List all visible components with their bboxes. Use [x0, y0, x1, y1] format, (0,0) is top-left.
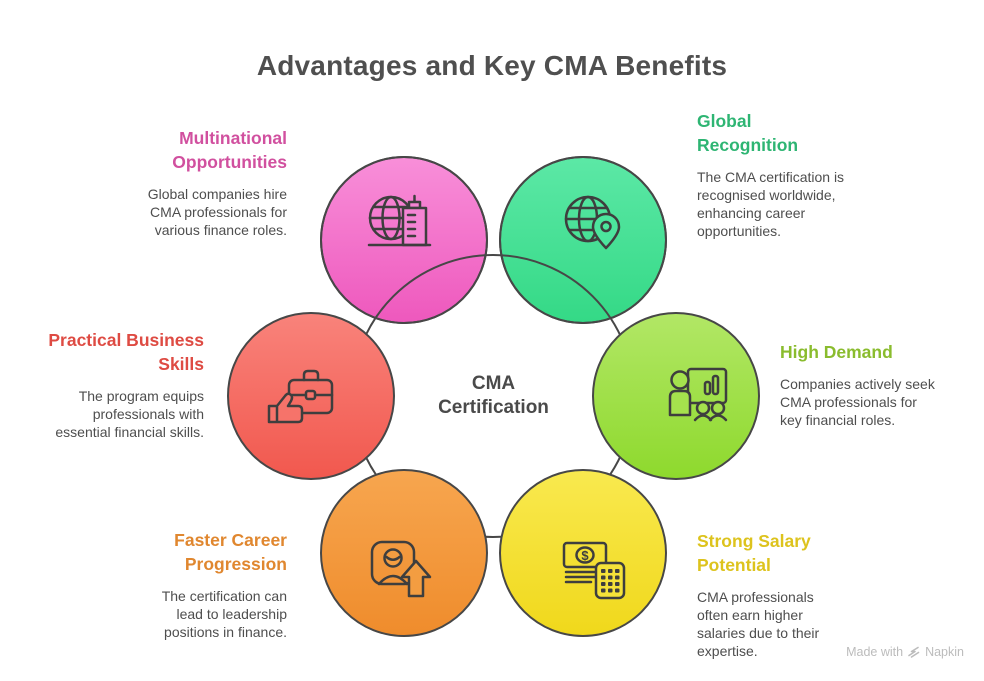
presentation-chart-icon: [668, 367, 728, 422]
benefit-practical-business-skills: Practical Business Skills The program eq…: [2, 328, 204, 441]
circle-faster-career: [320, 469, 488, 637]
napkin-watermark: Made with Napkin: [846, 645, 964, 659]
circle-multinational-outline: [320, 156, 488, 324]
benefit-description: The program equips professionals with es…: [55, 388, 204, 440]
benefit-heading: Global Recognition: [697, 111, 799, 155]
benefit-heading: High Demand: [780, 342, 893, 362]
svg-text:$: $: [581, 548, 589, 563]
benefit-description: Companies actively seek CMA professional…: [780, 376, 935, 428]
circle-global-recognition-outline: [499, 156, 667, 324]
benefit-heading: Faster Career Progression: [174, 530, 287, 574]
benefit-heading: Practical Business Skills: [48, 330, 204, 374]
globe-location-pin-icon: [564, 195, 621, 250]
globe-building-icon: [367, 194, 432, 247]
watermark-brand: Napkin: [925, 645, 964, 659]
money-calculator-icon: $: [562, 541, 626, 600]
benefit-heading: Multinational Opportunities: [172, 128, 287, 172]
page-title: Advantages and Key CMA Benefits: [256, 50, 728, 81]
benefit-faster-career-progression: Faster Career Progression The certificat…: [45, 528, 287, 641]
benefit-description: CMA professionals often earn higher sala…: [697, 589, 820, 659]
benefit-global-recognition: Global Recognition The CMA certification…: [697, 109, 947, 240]
benefit-description: The CMA certification is recognised worl…: [697, 169, 845, 239]
benefit-heading: Strong Salary Potential: [697, 531, 811, 575]
watermark-prefix: Made with: [846, 645, 904, 659]
benefit-strong-salary-potential: Strong Salary Potential CMA professional…: [697, 529, 927, 660]
napkin-logo-icon: [908, 646, 920, 658]
benefit-description: Global companies hire CMA professionals …: [147, 186, 287, 238]
center-label: CMA Certification: [438, 373, 549, 418]
benefit-description: The certification can lead to leadership…: [161, 588, 287, 640]
benefit-high-demand: High Demand Companies actively seek CMA …: [780, 340, 984, 429]
briefcase-thumbs-up-icon: [267, 369, 334, 424]
id-badge-up-arrow-icon: [370, 540, 432, 598]
benefit-multinational-opportunities: Multinational Opportunities Global compa…: [45, 126, 287, 239]
